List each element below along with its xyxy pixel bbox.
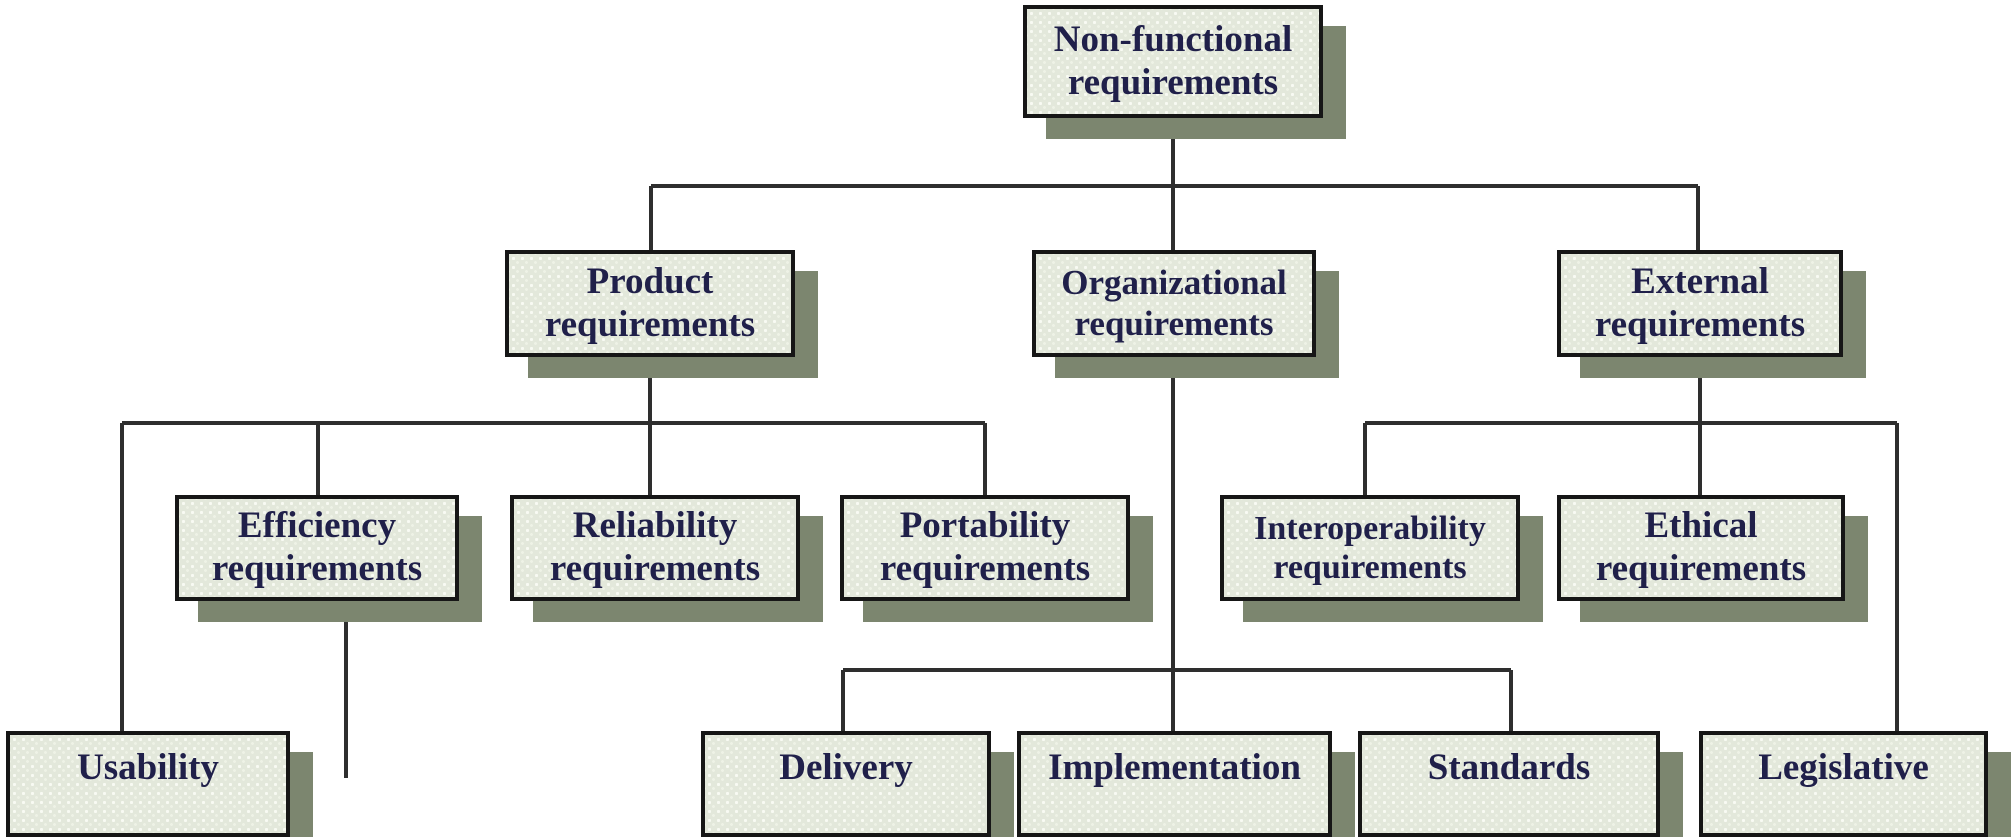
node-label: Organizational requirements — [1061, 262, 1287, 343]
node-label: Delivery — [779, 747, 913, 788]
connector-root-to-level2 — [649, 118, 1700, 252]
node-label: Portability requirements — [879, 505, 1091, 589]
node-label: Non-functional requirements — [1053, 18, 1293, 103]
connector-lines — [120, 118, 1899, 778]
requirements-tree-diagram: Non-functional requirements Product requ… — [6, 5, 1988, 837]
node-organizational-requirements: Organizational requirements — [1032, 250, 1316, 357]
node-label: Product requirements — [544, 260, 756, 345]
connector-external-children — [1363, 357, 1899, 733]
node-label: Efficiency requirements — [211, 505, 423, 589]
node-label: Ethical requirements — [1595, 505, 1807, 589]
node-interoperability-requirements: Interoperability requirements — [1220, 495, 1520, 601]
node-label: Reliability requirements — [549, 505, 761, 589]
node-label: Usability — [77, 747, 219, 788]
node-label: External requirements — [1594, 260, 1806, 345]
node-external-requirements: External requirements — [1557, 250, 1843, 357]
connector-organizational-children — [841, 357, 1513, 733]
node-portability-requirements: Portability requirements — [840, 495, 1130, 601]
node-non-functional-requirements: Non-functional requirements — [1023, 5, 1323, 118]
node-legislative-requirements: Legislative — [1699, 731, 1988, 837]
node-label: Legislative — [1758, 747, 1929, 788]
node-label: Standards — [1427, 747, 1591, 788]
node-label: Interoperability requirements — [1254, 509, 1486, 586]
node-product-requirements: Product requirements — [505, 250, 795, 357]
node-delivery-requirements: Delivery — [701, 731, 991, 837]
node-standards-requirements: Standards — [1358, 731, 1660, 837]
connector-product-children — [120, 357, 987, 733]
node-efficiency-requirements: Efficiency requirements — [175, 495, 459, 601]
node-label: Implementation — [1048, 747, 1301, 788]
node-reliability-requirements: Reliability requirements — [510, 495, 800, 601]
node-usability-requirements: Usability — [6, 731, 290, 837]
node-ethical-requirements: Ethical requirements — [1557, 495, 1845, 601]
node-implementation-requirements: Implementation — [1017, 731, 1332, 837]
